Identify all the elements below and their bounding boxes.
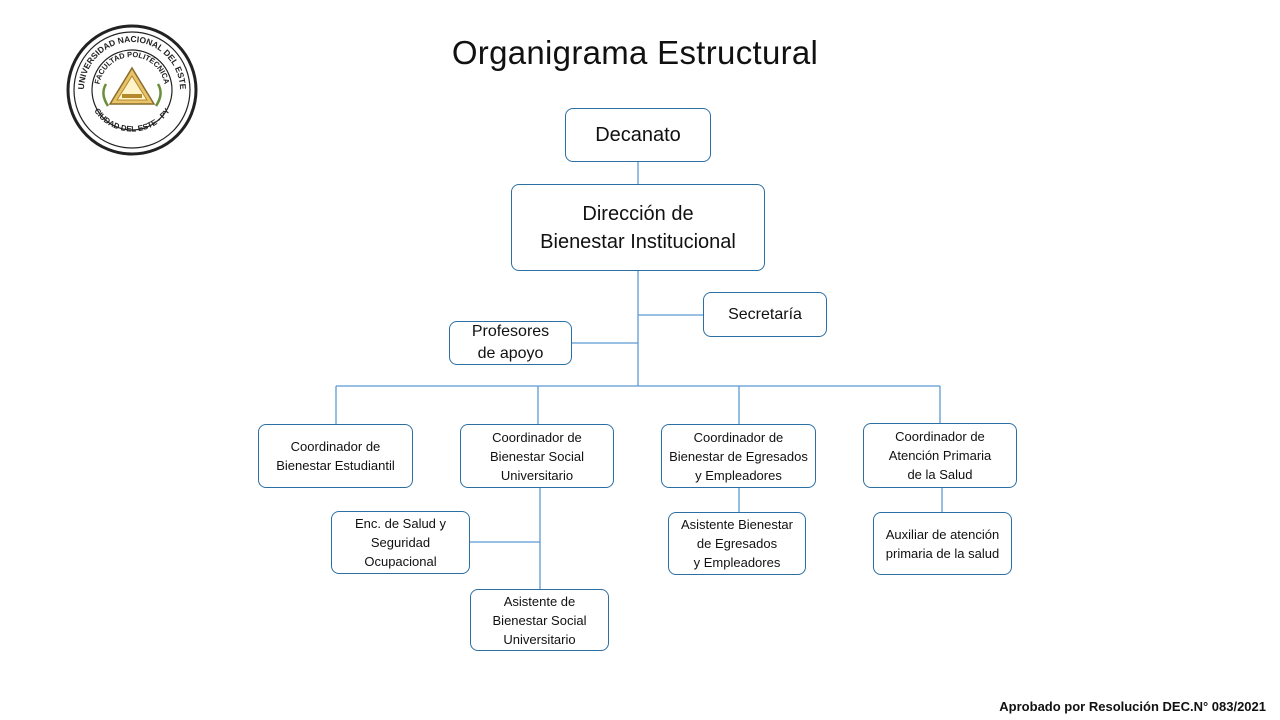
node-coord-egresados: Coordinador de Bienestar de Egresados y … — [661, 424, 816, 488]
logo-emblem-icon — [102, 66, 162, 107]
node-asistente-egresados: Asistente Bienestar de Egresados y Emple… — [668, 512, 806, 575]
node-auxiliar-salud: Auxiliar de atención primaria de la salu… — [873, 512, 1012, 575]
page-title: Organigrama Estructural — [451, 34, 819, 71]
node-enc-salud: Enc. de Salud y Seguridad Ocupacional — [331, 511, 470, 574]
node-direccion: Dirección de Bienestar Institucional — [511, 184, 765, 271]
node-secretaria: Secretaría — [703, 292, 827, 337]
approval-footnote: Aprobado por Resolución DEC.N° 083/2021 — [999, 699, 1266, 714]
node-profesores: Profesores de apoyo — [449, 321, 572, 365]
node-decanato: Decanato — [565, 108, 711, 162]
node-asistente-social: Asistente de Bienestar Social Universita… — [470, 589, 609, 651]
node-coord-estudiantil: Coordinador de Bienestar Estudiantil — [258, 424, 413, 488]
node-coord-social: Coordinador de Bienestar Social Universi… — [460, 424, 614, 488]
node-coord-salud: Coordinador de Atención Primaria de la S… — [863, 423, 1017, 488]
university-seal-logo: UNIVERSIDAD NACIONAL DEL ESTE FACULTAD P… — [66, 24, 198, 156]
